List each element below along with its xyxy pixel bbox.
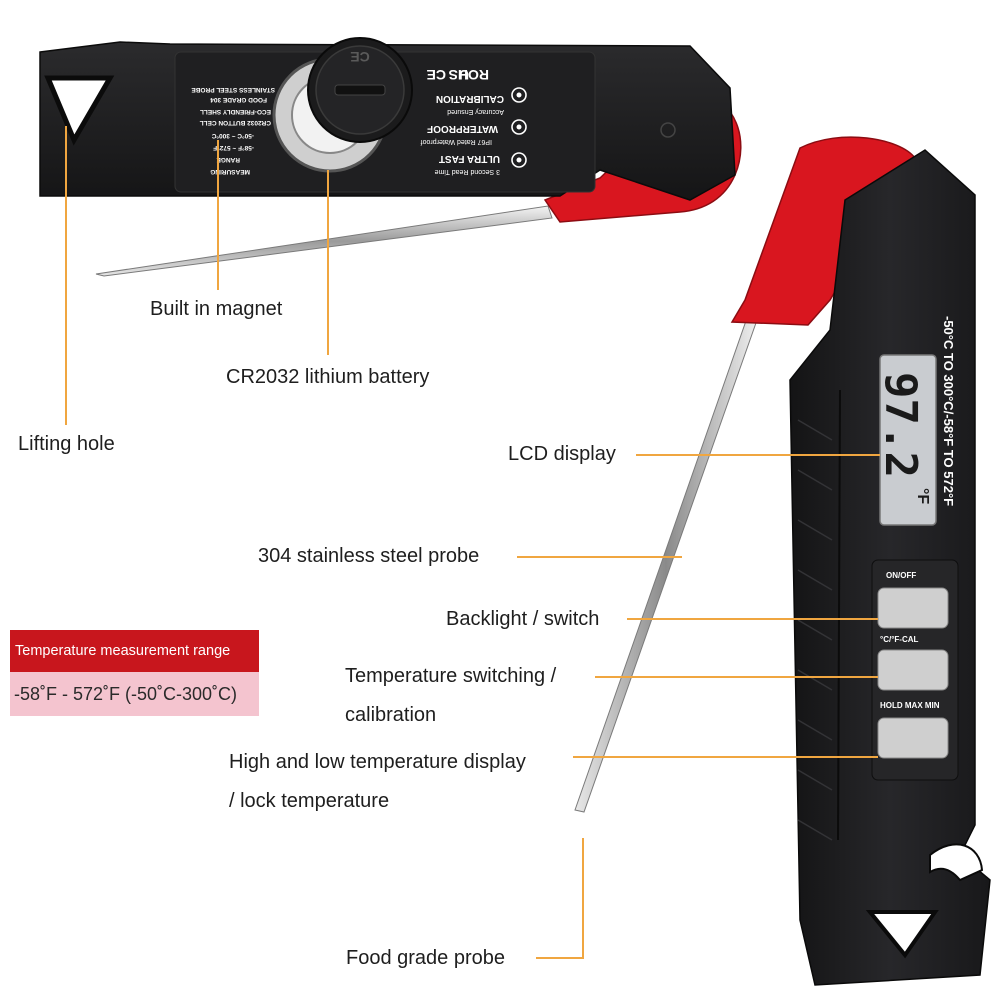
svg-text:FOOD GRADE 304: FOOD GRADE 304 <box>210 96 267 103</box>
lcd-unit: °F <box>914 488 931 504</box>
svg-text:ON/OFF: ON/OFF <box>886 571 916 580</box>
lifting-hole-back <box>44 75 115 146</box>
callout-temp-switch-line1: Temperature switching / <box>345 665 557 687</box>
callout-steel-probe: 304 stainless steel probe <box>258 545 480 567</box>
svg-text:MEASURING: MEASURING <box>210 168 250 175</box>
callout-high-low-line2: / lock temperature <box>229 790 390 812</box>
callout-backlight: Backlight / switch <box>446 608 600 630</box>
svg-text:STAINLESS STEEL PROBE: STAINLESS STEEL PROBE <box>191 86 275 93</box>
svg-text:WATERPROOF: WATERPROOF <box>427 123 498 134</box>
svg-text:3 Second Read Time: 3 Second Read Time <box>435 168 500 175</box>
lcd-reading: 97.2 <box>875 372 926 478</box>
callout-lifting-hole: Lifting hole <box>18 433 115 455</box>
leader-lines <box>65 126 880 959</box>
range-badge-title: Temperature measurement range <box>10 630 259 672</box>
lcd-screen <box>879 354 937 526</box>
svg-text:U: U <box>459 67 469 83</box>
svg-text:ROHS: ROHS <box>449 67 489 83</box>
svg-text:-50°C TO 300°C/-58°F TO 572°F: -50°C TO 300°C/-58°F TO 572°F <box>941 316 956 506</box>
backlight-power-button[interactable] <box>877 587 949 629</box>
svg-text:RANGE: RANGE <box>216 156 240 163</box>
folded-probe <box>95 205 553 277</box>
range-badge-value: -58˚F - 572˚F (-50˚C-300˚C) <box>10 672 259 716</box>
svg-text:ECO-FRIENDLY SHELL: ECO-FRIENDLY SHELL <box>200 108 271 115</box>
callout-temp-switch-line2: calibration <box>345 704 437 726</box>
svg-text:-50°C ~ 300°C: -50°C ~ 300°C <box>211 132 254 140</box>
callout-high-low-line1: High and low temperature display <box>229 751 526 773</box>
spec-sticker: STAINLESS STEEL PROBE FOOD GRADE 304 ECO… <box>191 86 275 175</box>
svg-text:ULTRA FAST: ULTRA FAST <box>439 153 500 164</box>
bottle-opener-notch <box>929 843 984 882</box>
thermometer-back-view: STAINLESS STEEL PROBE FOOD GRADE 304 ECO… <box>39 37 742 277</box>
hold-max-min-button[interactable] <box>877 717 949 759</box>
svg-text:-58°F ~ 572°F: -58°F ~ 572°F <box>213 144 254 152</box>
callout-battery: CR2032 lithium battery <box>226 366 430 388</box>
svg-text:CE: CE <box>350 49 369 65</box>
svg-text:CE: CE <box>427 67 446 83</box>
svg-text:°C/°F-CAL: °C/°F-CAL <box>880 635 919 644</box>
callout-lcd: LCD display <box>508 443 616 465</box>
range-badge: Temperature measurement range -58˚F - 57… <box>10 630 259 716</box>
svg-text:Accuracy Ensured: Accuracy Ensured <box>447 108 504 115</box>
callout-food-probe: Food grade probe <box>346 947 506 969</box>
callout-magnet: Built in magnet <box>150 298 283 320</box>
extended-probe <box>574 317 758 813</box>
svg-text:CALIBRATION: CALIBRATION <box>436 93 504 104</box>
svg-text:HOLD MAX MIN: HOLD MAX MIN <box>880 701 940 710</box>
lifting-hole-front <box>865 910 939 959</box>
thermometer-front-view: -50°C TO 300°C/-58°F TO 572°F 97.2 °F ON… <box>574 136 991 986</box>
svg-text:CR2032 BUTTON CELL: CR2032 BUTTON CELL <box>200 119 271 126</box>
unit-calibration-button[interactable] <box>877 649 949 691</box>
svg-text:IP67 Rated Waterproof: IP67 Rated Waterproof <box>421 138 492 145</box>
